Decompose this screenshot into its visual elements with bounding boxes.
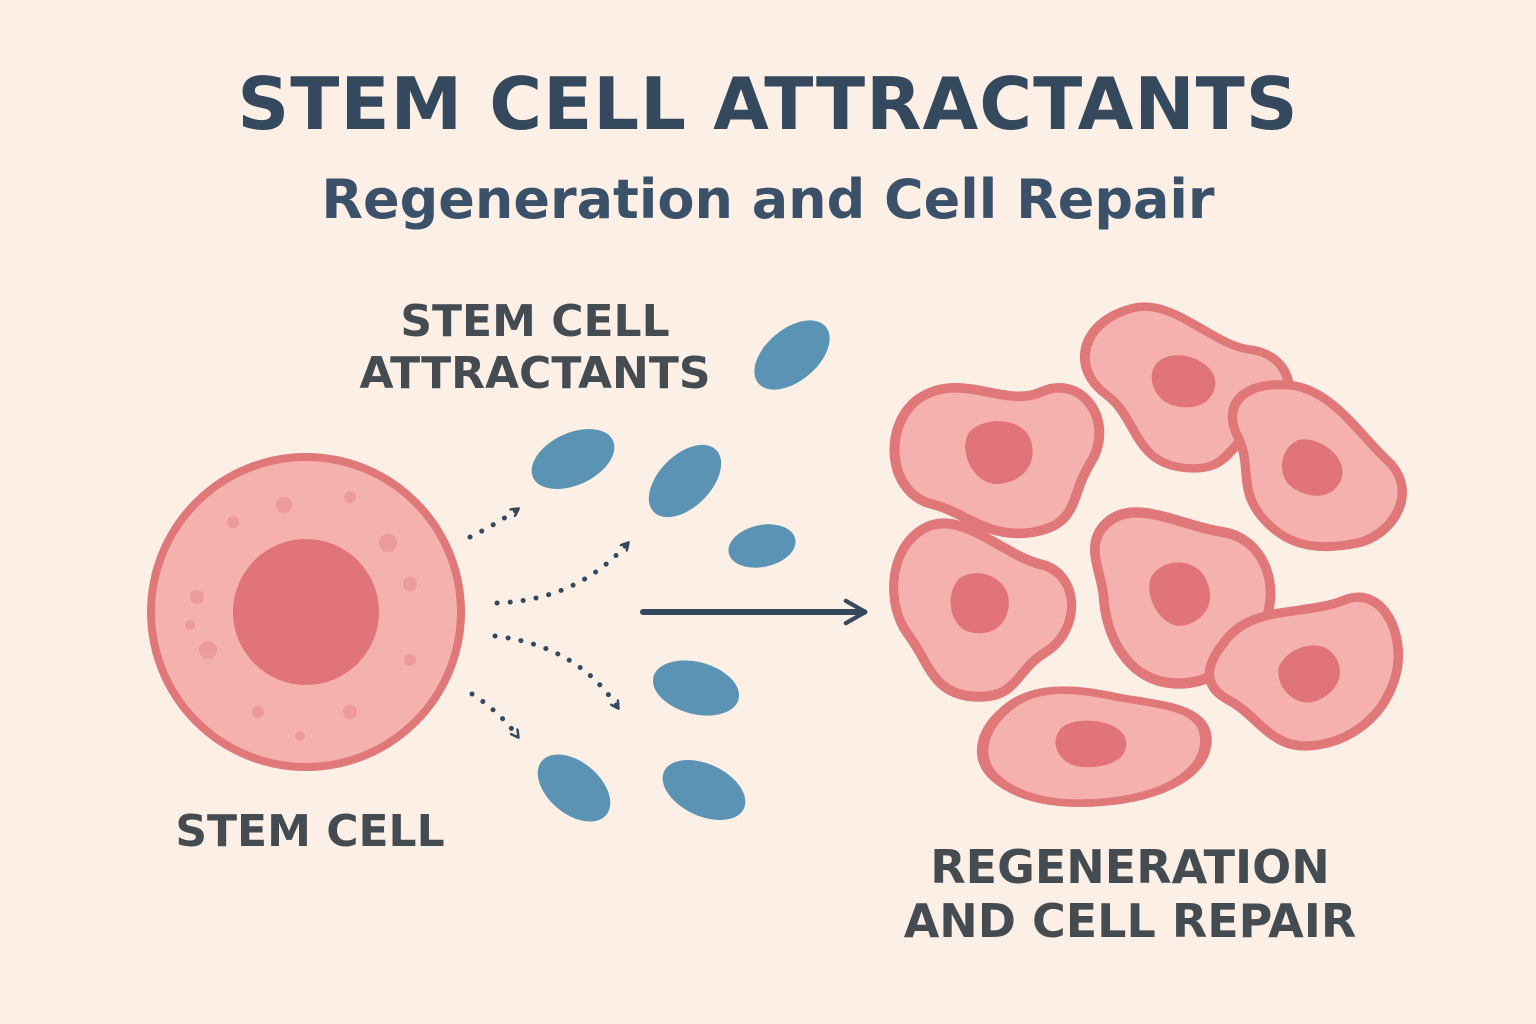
- dotted-arrows: [467, 506, 631, 740]
- regeneration-label-line2: AND CELL REPAIR: [903, 894, 1357, 949]
- dotted-arrow: [492, 633, 621, 711]
- regenerated-cells: [889, 302, 1407, 808]
- regenerated-cell: [1227, 380, 1407, 552]
- attractant-molecule: [754, 320, 830, 390]
- stem-cell-label: STEM CELL: [175, 806, 445, 857]
- attractant-molecule: [531, 428, 615, 490]
- regenerated-cell: [889, 518, 1077, 702]
- attractant-molecule: [728, 524, 796, 568]
- regeneration-label-line1: REGENERATION: [930, 840, 1330, 894]
- diagram-title: STEM CELL ATTRACTANTS: [237, 62, 1299, 146]
- attractants-label: STEM CELL ATTRACTANTS: [345, 296, 725, 400]
- attractant-molecule: [648, 444, 722, 518]
- dotted-arrow: [467, 506, 521, 540]
- regenerated-cell: [889, 383, 1105, 539]
- dotted-arrow: [494, 540, 631, 606]
- stem-cell-granules: [185, 491, 417, 741]
- attractant-molecule: [652, 660, 740, 716]
- regenerated-cell: [976, 686, 1212, 808]
- attractants-label-line2: ATTRACTANTS: [359, 347, 711, 399]
- attractant-molecule: [537, 754, 611, 822]
- regeneration-label: REGENERATION AND CELL REPAIR: [860, 840, 1400, 949]
- attractant-molecule: [662, 759, 746, 821]
- attractant-molecules: [531, 320, 830, 822]
- dotted-arrow: [469, 691, 521, 740]
- stem-cell: [147, 453, 465, 771]
- diagram-subtitle: Regeneration and Cell Repair: [321, 168, 1215, 231]
- attractants-label-line1: STEM CELL: [400, 296, 670, 347]
- regenerated-cell: [1204, 592, 1404, 751]
